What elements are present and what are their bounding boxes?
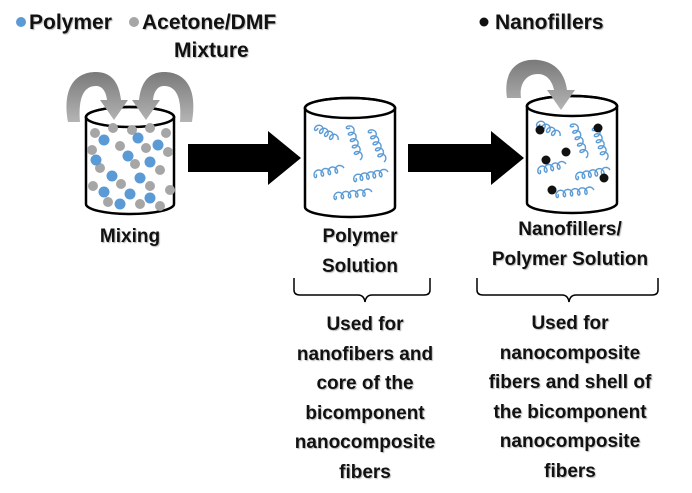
solvent-particle (88, 181, 98, 191)
legend-polymer-dot (16, 17, 26, 27)
nanofiller-particle (535, 125, 545, 135)
use-right-line: nanocomposite (499, 431, 641, 452)
polymer-chain (367, 129, 387, 163)
brace-nanofiller-solution (476, 278, 659, 303)
mixing-particles (87, 123, 175, 211)
polymer-chain (313, 164, 345, 179)
caption-polymer-solution-line2: Solution (322, 256, 398, 277)
solvent-particle (108, 123, 118, 133)
legend-solvent-label: Acetone/DMF (142, 11, 277, 34)
solvent-particle (135, 199, 145, 209)
brace-polymer-solution (293, 278, 431, 303)
polymer-particle (122, 150, 134, 162)
nanofiller-solution-beaker (525, 94, 619, 215)
polymer-solution-beaker (303, 96, 397, 219)
caption-polymer-solution-line1: Polymer (322, 226, 398, 247)
polymer-chain (352, 168, 389, 183)
polymer-particle (106, 170, 118, 182)
polymer-particle (144, 156, 156, 168)
solvent-particle (87, 145, 97, 155)
use-right-line: fibers and shell of (488, 372, 652, 393)
nanofiller-particle (593, 123, 603, 133)
polymer-chain (537, 160, 567, 175)
solvent-particle (127, 125, 137, 135)
polymer-particle (134, 172, 146, 184)
polymer-chain (569, 123, 589, 159)
use-left-line: bicomponent (305, 402, 425, 424)
nanofiller-particle (561, 147, 571, 157)
solvent-particle (103, 197, 113, 207)
polymer-chain (555, 186, 595, 199)
use-right-line: Used for (531, 313, 609, 334)
caption-mixing: Mixing (99, 226, 161, 247)
solvent-particle (155, 165, 165, 175)
legend-nanofiller-dot (479, 17, 489, 27)
use-left-line: fibers (339, 461, 391, 483)
polymer-particle (90, 154, 102, 166)
legend-polymer-label: Polymer (29, 11, 112, 34)
use-right-line: the bicomponent (493, 401, 647, 423)
nanofiller-particle (547, 185, 557, 195)
use-left-line: nanofibers and (296, 343, 434, 365)
polymer-particle (124, 188, 136, 200)
solvent-particle (145, 181, 155, 191)
polymer-particle (98, 186, 110, 198)
solvent-particle (90, 128, 100, 138)
solvent-particle (116, 179, 126, 189)
solvent-particle (141, 143, 151, 153)
process-arrow-1 (188, 131, 301, 185)
process-arrow-2 (408, 131, 524, 185)
polymer-chain (535, 120, 561, 137)
legend-solvent-dot (129, 17, 139, 27)
use-left-line: core of the (316, 373, 414, 394)
solvent-particle (163, 147, 173, 157)
polymer-chains (313, 124, 389, 201)
nanofiller-particles (535, 123, 609, 195)
solvent-particle (115, 141, 125, 151)
stirring-arrows (66, 72, 194, 122)
use-left-line: Used for (326, 314, 404, 335)
solvent-particle (155, 201, 165, 211)
polymer-chain (313, 124, 339, 141)
caption-nano-solution-line2: Polymer Solution (491, 249, 649, 270)
solvent-particle (145, 123, 155, 133)
polymer-particle (132, 132, 144, 144)
polymer-chain (345, 125, 363, 161)
polymer-particle (152, 139, 164, 151)
polymer-particle (144, 192, 156, 204)
polymer-particle (98, 134, 110, 146)
use-left-line: nanocomposite (294, 432, 436, 453)
legend-solvent-label-line2: Mixture (174, 39, 249, 62)
solvent-particle (130, 159, 140, 169)
polymer-chain (591, 126, 609, 161)
polymer-particle (114, 198, 126, 210)
use-right-line: nanocomposite (499, 342, 641, 364)
nanofiller-particle (599, 173, 609, 183)
solvent-particle (165, 185, 175, 195)
addition-arrow (506, 59, 575, 110)
polymer-chain (333, 188, 373, 201)
nanofiller-particle (541, 155, 551, 165)
legend-nanofillers-label: Nanofillers (495, 11, 604, 34)
solvent-particle (95, 163, 105, 173)
use-description-left: Used for nanofibers and core of the bico… (270, 310, 460, 487)
caption-nano-solution-line1: Nanofillers/ (518, 219, 622, 240)
use-description-right: Used for nanocomposite fibers and shell … (465, 309, 675, 486)
solvent-particle (161, 128, 171, 138)
use-right-line: fibers (544, 460, 596, 482)
